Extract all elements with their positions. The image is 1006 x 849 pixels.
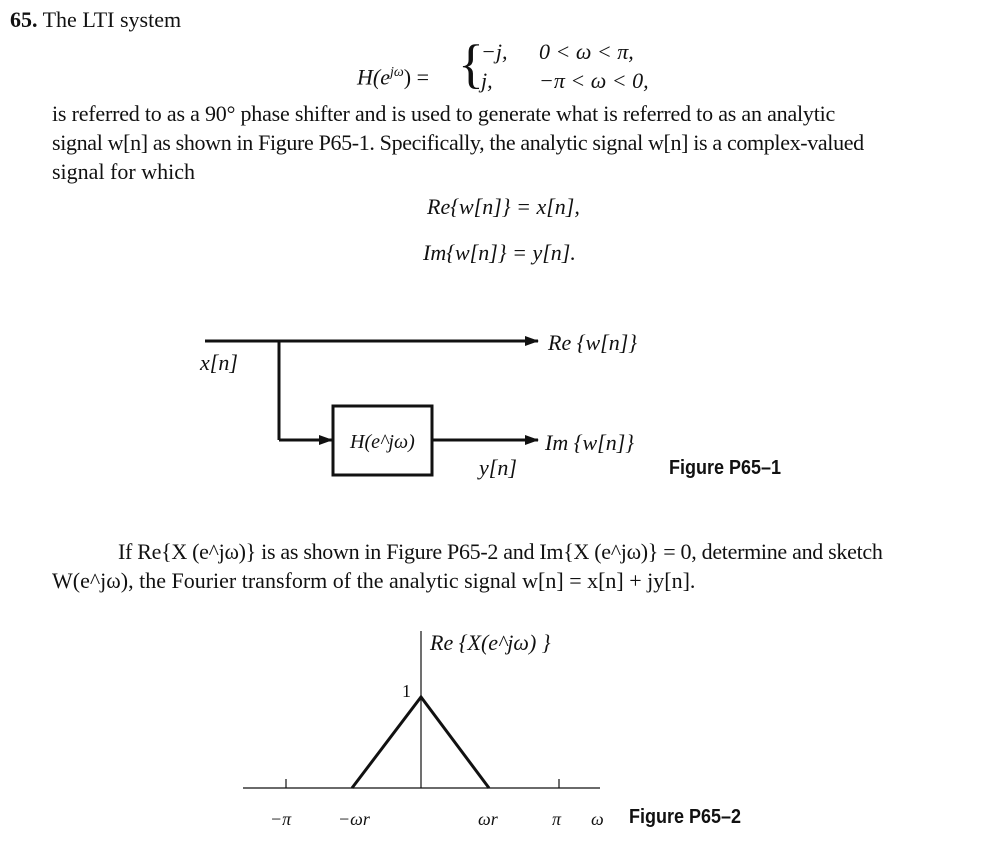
peak-label: 1 — [402, 681, 411, 701]
spectrum-triangle — [350, 694, 491, 789]
transfer-function-lhs: H(ejω) = — [357, 64, 429, 90]
paragraph-1-line-1: is referred to as a 90° phase shifter an… — [52, 101, 836, 126]
problem-number: 65. — [10, 7, 38, 32]
output-re-label: Re {w[n]} — [548, 330, 638, 355]
paragraph-1-line-2: signal w[n] as shown in Figure P65-1. Sp… — [52, 130, 864, 155]
mid-label: y[n] — [479, 455, 517, 480]
tick-label-pi: π — [552, 809, 562, 829]
problem-header: 65. The LTI system — [10, 5, 181, 34]
paragraph-1-line-3: signal for which — [52, 159, 195, 184]
paragraph-2-line-2: W(e^jω), the Fourier transform of the an… — [52, 568, 696, 593]
figure-p65-1-caption: Figure P65–1 — [669, 457, 782, 479]
tick-label-minus-pi: −π — [270, 809, 292, 829]
tick-label-omega-r: ωr — [478, 809, 498, 829]
problem-intro: The LTI system — [42, 7, 182, 32]
axis-label-omega: ω — [591, 809, 604, 829]
block-label: H(e^jω) — [350, 431, 415, 453]
figure-p65-2-caption: Figure P65–2 — [629, 806, 742, 828]
paragraph-2-line-1: If Re{X (e^jω)} is as shown in Figure P6… — [118, 539, 883, 564]
output-im-label: Im {w[n]} — [545, 430, 635, 455]
piecewise-brace: { — [458, 34, 484, 94]
case1-value: −j, — [481, 39, 508, 64]
y-axis-label: Re {X(e^jω) } — [430, 630, 551, 655]
input-label: x[n] — [200, 350, 238, 375]
case2-value: j, — [481, 68, 493, 93]
tick-label-minus-omega-r: −ωr — [338, 809, 370, 829]
case2-condition: −π < ω < 0, — [539, 68, 649, 93]
equation-imag-part: Im{w[n]} = y[n]. — [423, 240, 576, 265]
case1-condition: 0 < ω < π, — [539, 39, 634, 64]
equation-real-part: Re{w[n]} = x[n], — [427, 194, 580, 219]
